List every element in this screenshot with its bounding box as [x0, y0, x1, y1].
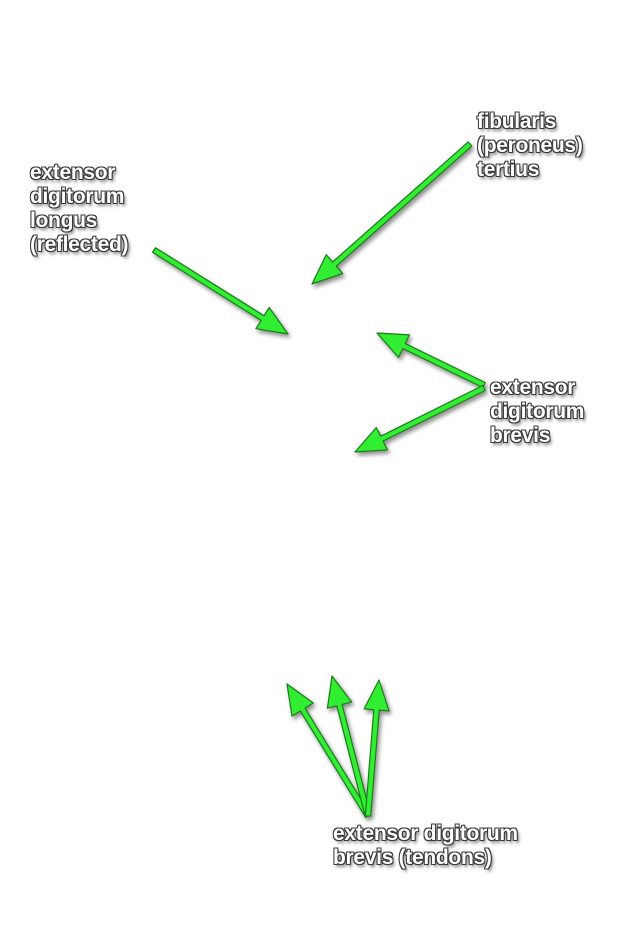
arrow-tendon-right — [363, 679, 390, 817]
label-line: (reflected) — [30, 233, 129, 256]
label-extensor-digitorum-longus: extensor digitorum longus (reflected) — [30, 161, 129, 257]
label-extensor-digitorum-brevis: extensor digitorum brevis — [490, 376, 584, 448]
label-line: extensor — [30, 161, 116, 184]
label-line: brevis — [490, 424, 551, 447]
label-line: brevis (tendons) — [333, 846, 492, 869]
arrow-tendon-middle — [326, 675, 372, 818]
label-extensor-digitorum-brevis-tendons: extensor digitorum brevis (tendons) — [333, 822, 518, 870]
label-line: extensor digitorum — [333, 822, 518, 845]
label-fibularis-tertius: fibularis (peroneus) tertius — [477, 110, 583, 182]
arrow-fibularis-tertius — [311, 141, 473, 285]
label-line: longus — [30, 209, 98, 232]
arrow-extensor-digitorum-brevis-upper — [376, 332, 486, 389]
label-line: extensor — [490, 376, 576, 399]
arrow-extensor-digitorum-longus — [151, 247, 289, 335]
arrow-group — [151, 141, 486, 819]
label-line: (peroneus) — [477, 134, 583, 157]
arrow-extensor-digitorum-brevis-lower — [354, 384, 486, 453]
label-line: tertius — [477, 158, 540, 181]
label-line: digitorum — [490, 400, 585, 423]
arrow-tendon-left — [286, 683, 371, 819]
label-line: digitorum — [30, 185, 125, 208]
label-line: fibularis — [477, 110, 556, 133]
